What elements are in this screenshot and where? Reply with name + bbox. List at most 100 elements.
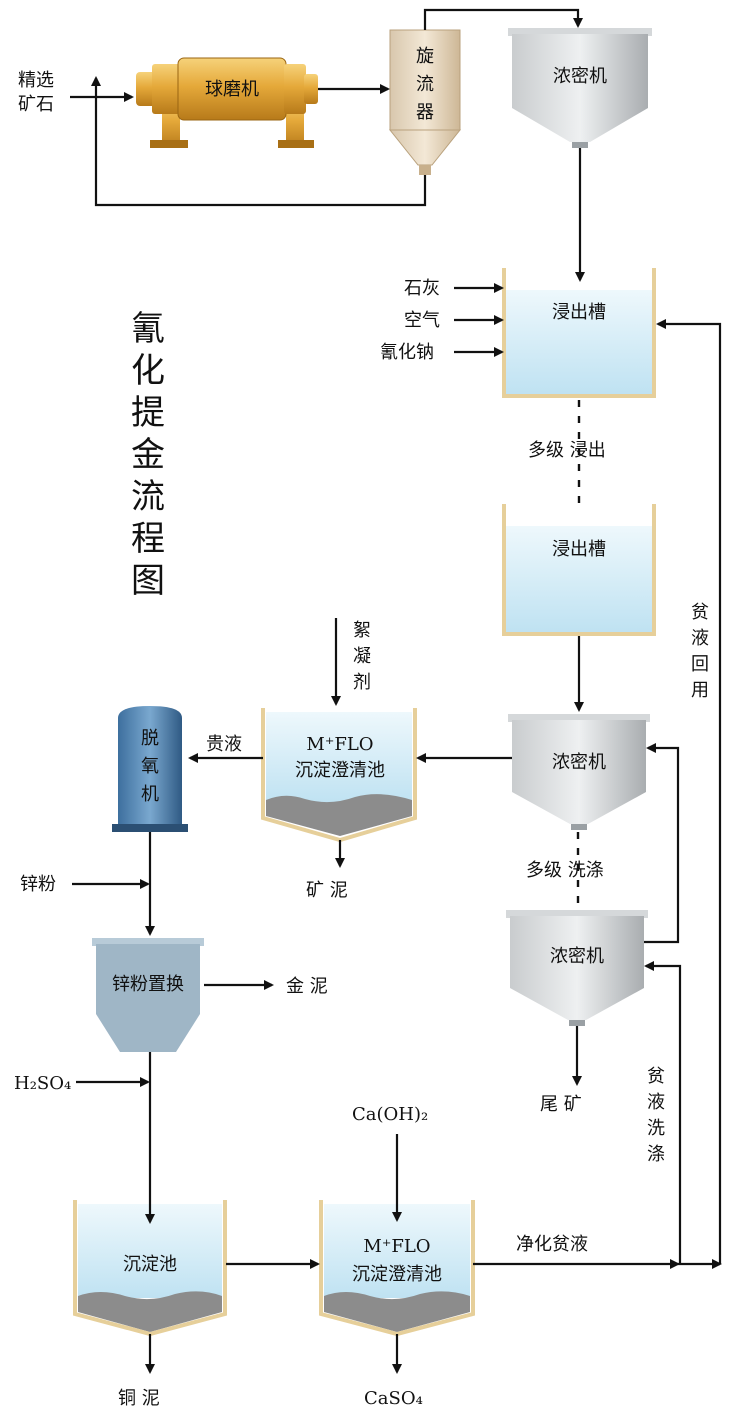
thickener-mid: 浓密机 (508, 714, 650, 830)
tank-liquid (505, 290, 653, 394)
ore-mud-label: 矿 泥 (306, 880, 348, 901)
barren-return-char: 贫 (691, 602, 709, 623)
tank-rim (92, 938, 204, 946)
flocculant-label-char: 剂 (353, 672, 371, 693)
ore-label-1: 精选 (18, 70, 54, 91)
thickener-body (512, 34, 648, 108)
cyclone-spigot (419, 165, 431, 175)
caso4-label: CaSO₄ (364, 1388, 423, 1409)
barren-return-char: 回 (691, 654, 709, 675)
title-char: 流 (131, 477, 165, 517)
thickener-cone (512, 792, 646, 824)
title-char: 图 (131, 561, 165, 601)
flocculant-label-char: 凝 (353, 646, 371, 667)
cyclone: 旋 流 器 (388, 29, 462, 175)
zinc-replacement-tank: 锌粉置换 (92, 938, 204, 1052)
settling-tank-label: 沉淀池 (123, 1254, 177, 1275)
thickener-body (510, 916, 644, 988)
clarifier-liquid (266, 712, 412, 804)
ore-label-2: 矿石 (18, 94, 54, 115)
zinc-powder-label: 锌粉 (20, 874, 56, 895)
copper-mud-label: 铜 泥 (118, 1388, 160, 1409)
clarifier-1: M⁺FLO 沉淀澄清池 (261, 708, 417, 843)
clarifier-sludge (324, 1291, 470, 1332)
arrow-barren-wash (644, 961, 682, 1264)
clarifier-2-label-1: M⁺FLO (363, 1236, 430, 1257)
leach-tank-2-label: 浸出槽 (552, 539, 606, 560)
tank-wall (502, 268, 656, 398)
cyclone-body (389, 29, 461, 131)
deaerator-base (112, 824, 188, 832)
input-labels: 精选 矿石 石灰 空气 氰化钠 絮 凝 剂 锌粉 H₂SO₄ Ca(OH)₂ (14, 70, 440, 1125)
deaerator: 脱 氧 机 (112, 706, 188, 832)
ball-mill-outlet (304, 74, 318, 104)
purified-label: 净化贫液 (516, 1234, 588, 1255)
thickener-outlet (572, 142, 588, 148)
title-char: 提 (131, 393, 165, 433)
flow-lines (70, 8, 722, 1374)
arrow-barren-return (656, 319, 722, 1264)
flow-labels: 多级 浸出 多级 洗涤 贵液 贫 液 回 用 贫 液 洗 涤 净化贫液 (206, 440, 709, 1255)
deaerator-label-char: 脱 (141, 728, 159, 749)
output-labels: 矿 泥 金 泥 尾 矿 铜 泥 CaSO₄ (118, 880, 582, 1409)
arrow-wash-countercurrent (644, 743, 680, 944)
air-label: 空气 (404, 310, 440, 331)
deaerator-label-char: 氧 (141, 756, 159, 777)
thickener-rim (506, 910, 648, 918)
ball-mill-flange (152, 64, 180, 114)
thickener-low: 浓密机 (506, 910, 648, 1026)
thickener-body (512, 720, 646, 792)
clarifier-1-label-1: M⁺FLO (306, 734, 373, 755)
ball-mill-base (278, 140, 314, 148)
pregnant-label: 贵液 (206, 734, 242, 755)
gold-mud-label: 金 泥 (286, 976, 328, 997)
tank-wall (502, 504, 656, 636)
thickener-outlet (571, 824, 587, 830)
arrow-cyclone-recycle (91, 76, 427, 207)
barren-return-char: 用 (691, 680, 709, 701)
leach-tank-1-label: 浸出槽 (552, 302, 606, 323)
page-title: 氰 化 提 金 流 程 图 (131, 309, 165, 601)
title-char: 金 (131, 435, 165, 475)
barren-return-char: 液 (691, 628, 709, 649)
thickener-rim (508, 714, 650, 722)
thickener-cone (510, 988, 644, 1020)
ball-mill-label: 球磨机 (205, 79, 259, 100)
tank-liquid (505, 526, 653, 632)
ball-mill-base (150, 140, 188, 148)
title-char: 氰 (131, 309, 165, 349)
thickener-low-label: 浓密机 (550, 946, 604, 967)
clarifier-sludge (266, 794, 412, 836)
leach-tank-2: 浸出槽 (502, 504, 656, 636)
cyclone-label-char: 器 (416, 102, 434, 123)
caoh2-label: Ca(OH)₂ (352, 1104, 428, 1125)
thickener-top-label: 浓密机 (553, 66, 607, 87)
ball-mill-flange (284, 64, 306, 114)
thickener-top: 浓密机 (508, 28, 652, 148)
multi-leach-label: 多级 浸出 (528, 440, 606, 461)
title-char: 程 (131, 519, 165, 559)
clarifier-1-label-2: 沉淀澄清池 (295, 760, 385, 781)
barren-wash-char: 液 (647, 1092, 665, 1113)
h2so4-label: H₂SO₄ (14, 1073, 71, 1094)
cyanide-label: 氰化钠 (380, 342, 434, 363)
leach-tank-1: 浸出槽 (502, 268, 656, 398)
deaerator-label-char: 机 (141, 784, 159, 805)
clarifier-2-label-2: 沉淀澄清池 (352, 1264, 442, 1285)
settling-sludge (78, 1291, 222, 1332)
arrow-cyclone-to-thickener (423, 8, 583, 30)
cyclone-cone (388, 129, 462, 166)
multi-wash-label: 多级 洗涤 (526, 860, 604, 881)
thickener-outlet (569, 1020, 585, 1026)
lime-label: 石灰 (404, 278, 440, 299)
tank-body (96, 944, 200, 1014)
thickener-cone (512, 108, 648, 142)
zinc-replacement-label: 锌粉置换 (112, 974, 184, 995)
cyclone-label-char: 流 (416, 74, 434, 95)
flocculant-label-char: 絮 (353, 620, 371, 641)
clarifier-2: M⁺FLO 沉淀澄清池 (319, 1200, 475, 1337)
barren-wash-char: 涤 (647, 1144, 665, 1165)
tank-cone (96, 1014, 200, 1052)
barren-wash-char: 洗 (647, 1118, 665, 1139)
title-char: 化 (131, 351, 165, 391)
